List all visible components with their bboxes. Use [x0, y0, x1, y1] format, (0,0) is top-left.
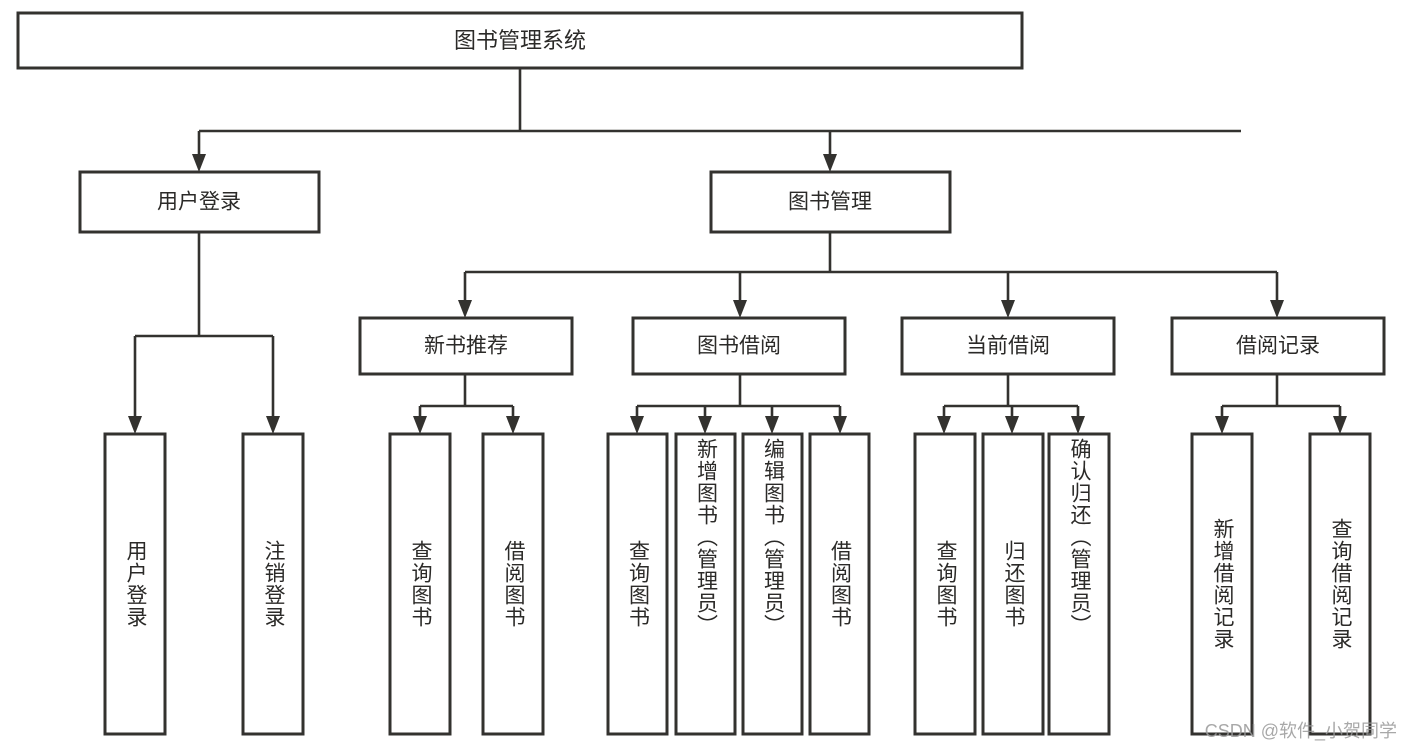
leaf-new-book-1[interactable] [481, 432, 545, 736]
arrowhead-borrow-record [1270, 300, 1284, 318]
node-book-management[interactable] [709, 170, 952, 234]
arrowhead-new-book [458, 300, 472, 318]
arrowhead-borrow-book [733, 300, 747, 318]
node-new-book-recommend[interactable] [358, 316, 574, 376]
leaf-book-borrow-2[interactable] [741, 432, 804, 736]
node-root-label: 图书管理系统 [454, 28, 586, 53]
arrowhead-user-login-leaf-1 [266, 416, 280, 434]
arrowhead-user-login-leaf-0 [128, 416, 142, 434]
arrowhead-new-book-leaf-0 [413, 416, 427, 434]
leaf-user-login-1[interactable] [241, 432, 305, 736]
edge-layer [128, 68, 1347, 434]
leaf-book-borrow-1[interactable] [674, 432, 737, 736]
node-borrow-record-label: 借阅记录 [1236, 335, 1320, 358]
leaf-borrow-record-1[interactable] [1308, 432, 1372, 736]
node-book-borrow[interactable] [631, 316, 847, 376]
leaf-current-borrow-1[interactable] [981, 432, 1045, 736]
leaf-current-borrow-0[interactable] [913, 432, 977, 736]
leaf-book-borrow-3[interactable] [808, 432, 871, 736]
arrowhead-new-book-leaf-1 [506, 416, 520, 434]
leaf-new-book-0[interactable] [388, 432, 452, 736]
arrowhead-borrow-book-leaf-3 [833, 416, 847, 434]
node-book-management-label: 图书管理 [788, 191, 872, 214]
arrowhead-borrow-record-leaf-0 [1215, 416, 1229, 434]
node-current-borrow-label: 当前借阅 [966, 335, 1050, 358]
arrowhead-borrow-record-leaf-1 [1333, 416, 1347, 434]
node-root-book-management-system[interactable] [16, 11, 1024, 70]
arrowhead-user-login [192, 154, 206, 172]
arrowhead-borrow-book-leaf-1 [698, 416, 712, 434]
arrowhead-current-borrow-leaf-1 [1005, 416, 1019, 434]
arrowhead-current-borrow [1001, 300, 1015, 318]
leaf-user-login-0[interactable] [103, 432, 167, 736]
node-borrow-record[interactable] [1170, 316, 1386, 376]
node-current-borrow[interactable] [900, 316, 1116, 376]
arrowhead-borrow-book-leaf-0 [630, 416, 644, 434]
node-user-login-label: 用户登录 [157, 191, 241, 214]
leaf-current-borrow-2[interactable] [1047, 432, 1111, 736]
arrowhead-borrow-book-leaf-2 [765, 416, 779, 434]
arrowhead-current-borrow-leaf-2 [1071, 416, 1085, 434]
node-new-book-recommend-label: 新书推荐 [424, 335, 508, 358]
node-layer: 图书管理系统 用户登录 图书管理 新书推荐 图书借阅 当前借阅 借阅记录 [16, 11, 1386, 736]
leaf-borrow-record-0[interactable] [1190, 432, 1254, 736]
arrowhead-book-mgmt [823, 154, 837, 172]
node-user-login[interactable] [78, 170, 321, 234]
arrowhead-current-borrow-leaf-0 [937, 416, 951, 434]
leaf-book-borrow-0[interactable] [606, 432, 669, 736]
node-book-borrow-label: 图书借阅 [697, 335, 781, 358]
